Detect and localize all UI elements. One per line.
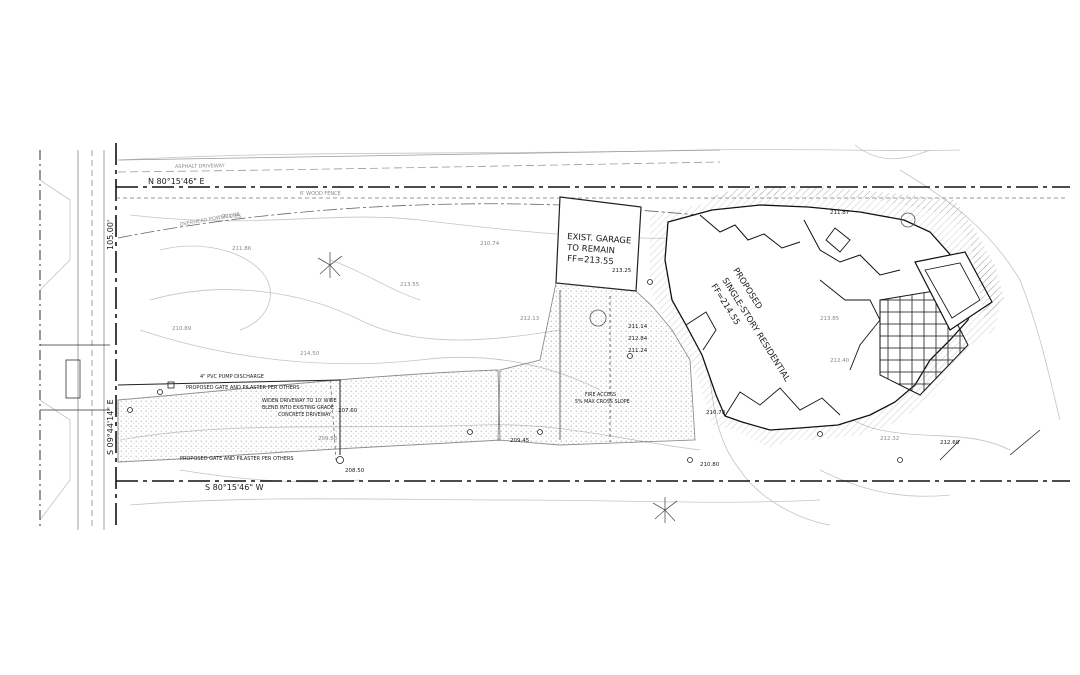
north-bearing-label: N 80°15'46" E xyxy=(148,177,205,186)
spot-elev-20: 212.60 xyxy=(940,440,960,446)
garage-label: EXIST. GARAGE TO REMAIN FF=213.55 xyxy=(566,232,632,267)
spot-elev-1: 211.05 xyxy=(222,214,242,220)
spot-elev-16: 210.80 xyxy=(700,462,720,468)
spot-elev-7: 210.89 xyxy=(172,326,192,332)
spot-elev-11: 212.32 xyxy=(880,436,899,442)
fire-access-line1: FIRE ACCESS xyxy=(585,392,616,398)
spot-elev-15: 211.24 xyxy=(628,348,648,354)
gate-note-north: PROPOSED GATE AND PILASTER PER OTHERS xyxy=(186,385,300,391)
spot-elev-17: 209.45 xyxy=(510,438,530,444)
garage-label-line1: EXIST. GARAGE xyxy=(567,232,632,246)
wood-fence-note: 6' WOOD FENCE xyxy=(300,191,341,197)
spot-elev-19: 207.60 xyxy=(338,408,358,414)
asphalt-driveway-note: ASPHALT DRIVEWAY xyxy=(175,163,226,170)
driveway-label: WIDEN DRIVEWAY TO 10' WIDE BLEND INTO EX… xyxy=(262,398,337,418)
south-bearing-label: S 80°15'46" W xyxy=(205,483,264,492)
fire-access-line2: 5% MAX CROSS SLOPE xyxy=(575,399,630,405)
gate-note-south: PROPOSED GATE AND PILASTER PER OTHERS xyxy=(180,456,294,462)
concrete-driveway xyxy=(117,369,501,463)
spot-elev-4: 214.50 xyxy=(300,351,320,357)
driveway-label-line1: WIDEN DRIVEWAY TO 10' WIDE xyxy=(262,398,337,404)
spot-elev-5: 212.13 xyxy=(520,316,540,322)
driveway-label-line2: BLEND INTO EXISTING GRADE xyxy=(262,405,334,411)
overhead-power-line xyxy=(117,203,701,239)
spot-elev-22: 211.87 xyxy=(830,210,850,216)
west-bearing-label: S 09°44'14" E xyxy=(106,399,115,455)
spot-elev-14: 210.78 xyxy=(706,410,726,416)
spot-elev-3: 213.55 xyxy=(400,282,420,288)
pvc-discharge-note: 4" PVC PUMP DISCHARGE xyxy=(200,374,264,380)
driveway-label-line3: CONCRETE DRIVEWAY xyxy=(278,412,331,418)
garage-label-line3: FF=213.55 xyxy=(567,254,614,267)
street-right-of-way xyxy=(39,150,110,530)
spot-elev-18: 208.50 xyxy=(345,468,365,474)
spot-elev-2: 210.74 xyxy=(480,241,500,247)
spot-elev-8: 209.88 xyxy=(318,436,338,442)
survey-markers xyxy=(127,279,1041,464)
tree-symbol xyxy=(317,212,916,523)
spot-elevations: 211.05 210.74 213.55 214.50 212.13 211.8… xyxy=(172,210,960,474)
garage-label-line2: TO REMAIN xyxy=(566,243,615,256)
spot-elev-21: 213.25 xyxy=(612,268,632,274)
fire-access-label: FIRE ACCESS 5% MAX CROSS SLOPE xyxy=(575,392,630,405)
west-distance-label: 105.00' xyxy=(106,220,115,250)
spot-elev-12: 211.14 xyxy=(628,324,648,330)
spot-elev-10: 212.40 xyxy=(830,358,850,364)
spot-elev-6: 211.86 xyxy=(232,246,252,252)
spot-elev-9: 213.85 xyxy=(820,316,840,322)
spot-elev-13: 212.84 xyxy=(628,336,648,342)
fire-access-area xyxy=(497,282,696,446)
